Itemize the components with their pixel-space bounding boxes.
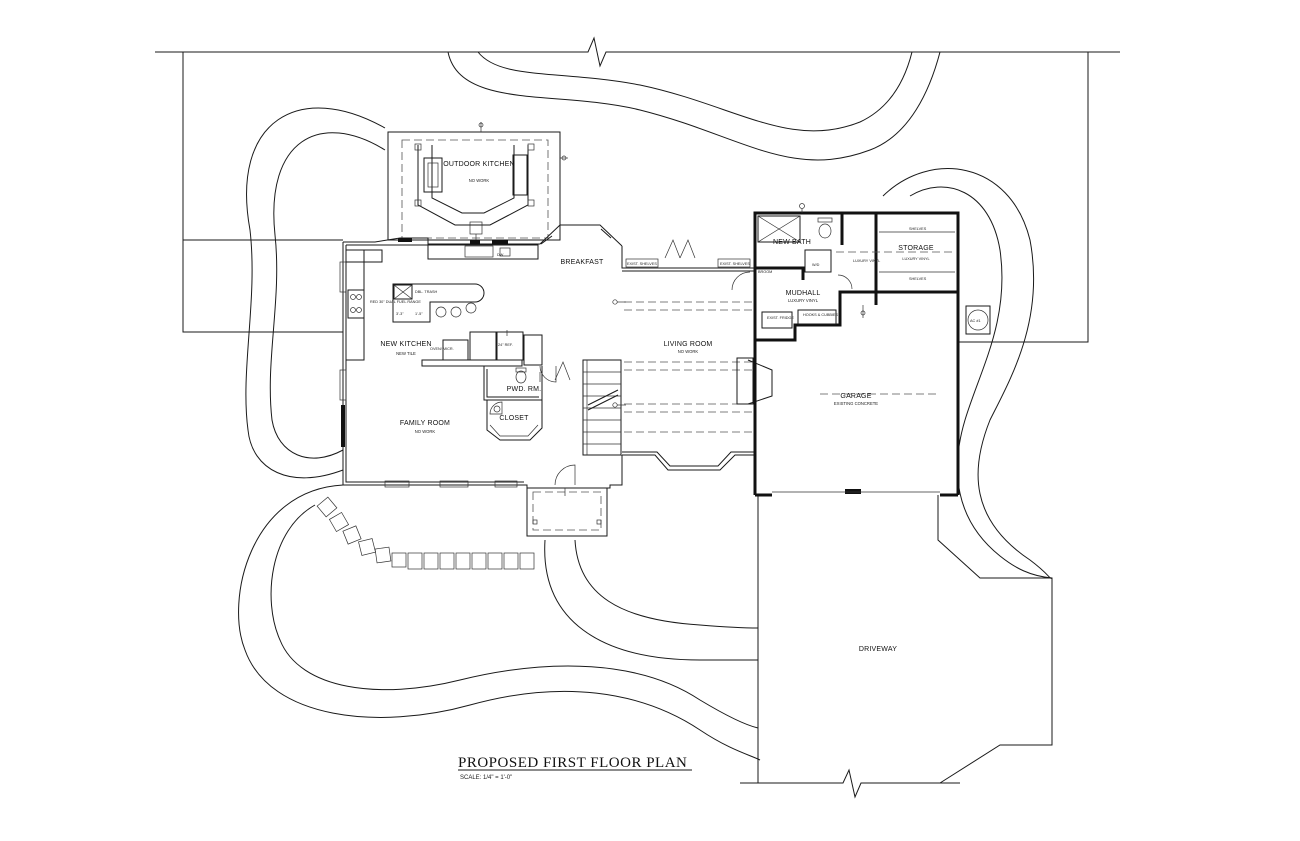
outdoor-kitchen-label: OUTDOOR KITCHEN [443, 161, 514, 168]
mudhall-note: LUXURY VINYL [788, 298, 819, 303]
broom-label: BROOM [758, 270, 772, 274]
storage-note: LUXURY VINYL [902, 257, 929, 261]
room-labels: OUTDOOR KITCHEN NO WORK BREAKFAST NEW KI… [380, 161, 933, 653]
driveway-outline [757, 495, 1053, 784]
pwd-rm-label: PWD. RM. [507, 386, 542, 393]
family-room-label: FAMILY ROOM [400, 420, 450, 427]
plan-title: PROPOSED FIRST FLOOR PLAN [458, 755, 687, 771]
trash-label: DBL. TRASH [415, 290, 438, 294]
exist-fridge-label: EXIST. FRIDGE [767, 316, 794, 320]
dim1-label: 3'-3" [396, 312, 404, 316]
breakfast-label: BREAKFAST [560, 259, 604, 266]
living-room-walls [612, 239, 773, 471]
front-porch [526, 464, 608, 537]
staircase [582, 359, 622, 456]
garage-note: EXISTING CONCRETE [834, 401, 878, 406]
shelves-top-label: SHELVES [909, 227, 927, 231]
exist-shelves-right-label: EXIST. SHELVES [720, 262, 750, 266]
new-bath-label: NEW BATH [773, 239, 811, 246]
dim2-label: 1'-5" [415, 312, 423, 316]
new-kitchen-note: NEW TILE [396, 351, 416, 356]
paver-path [316, 496, 535, 570]
walkway-curves [238, 51, 1053, 761]
living-room-note: NO WORK [678, 349, 699, 354]
kitchen-layout [345, 244, 543, 367]
mudhall-label: MUDHALL [786, 290, 821, 297]
garage-label: GARAGE [840, 393, 871, 400]
new-kitchen-label: NEW KITCHEN [380, 341, 431, 348]
family-room-note: NO WORK [415, 429, 436, 434]
wd-label: W/D [812, 263, 820, 267]
living-room-label: LIVING ROOM [664, 341, 713, 348]
hooks-label: HOOKS & CUBBIES [803, 313, 838, 317]
break-line-bottom [740, 768, 960, 799]
fixture-labels: RED 30" DUAL FUEL RANGE OVEN/ MICR. 24" … [370, 227, 981, 351]
garage-addition-walls [731, 203, 960, 497]
outdoor-kitchen-note: NO WORK [469, 178, 490, 183]
site-boundary [182, 52, 1089, 343]
ref-label: 24" REF. [498, 343, 513, 347]
break-line-top [155, 36, 1120, 68]
shelves-bottom-label: SHELVES [909, 277, 927, 281]
storage-label: STORAGE [898, 245, 934, 252]
oven-label: OVEN/ MICR. [430, 347, 454, 351]
ac-unit [965, 305, 991, 335]
dw-label: DW [497, 253, 504, 257]
closet-label: CLOSET [499, 415, 529, 422]
title-block: PROPOSED FIRST FLOOR PLAN SCALE: 1/4" = … [458, 755, 692, 781]
luxury-vinyl-label: LUXURY VINYL [853, 259, 880, 263]
range-label: RED 30" DUAL FUEL RANGE [370, 300, 421, 304]
driveway-label: DRIVEWAY [859, 646, 897, 653]
plan-scale: SCALE: 1/4" = 1'-0" [460, 775, 512, 781]
pwd-room-closet [483, 361, 571, 441]
ac-label: AC #1 [970, 319, 981, 323]
exist-shelves-left-label: EXIST. SHELVES [627, 262, 657, 266]
